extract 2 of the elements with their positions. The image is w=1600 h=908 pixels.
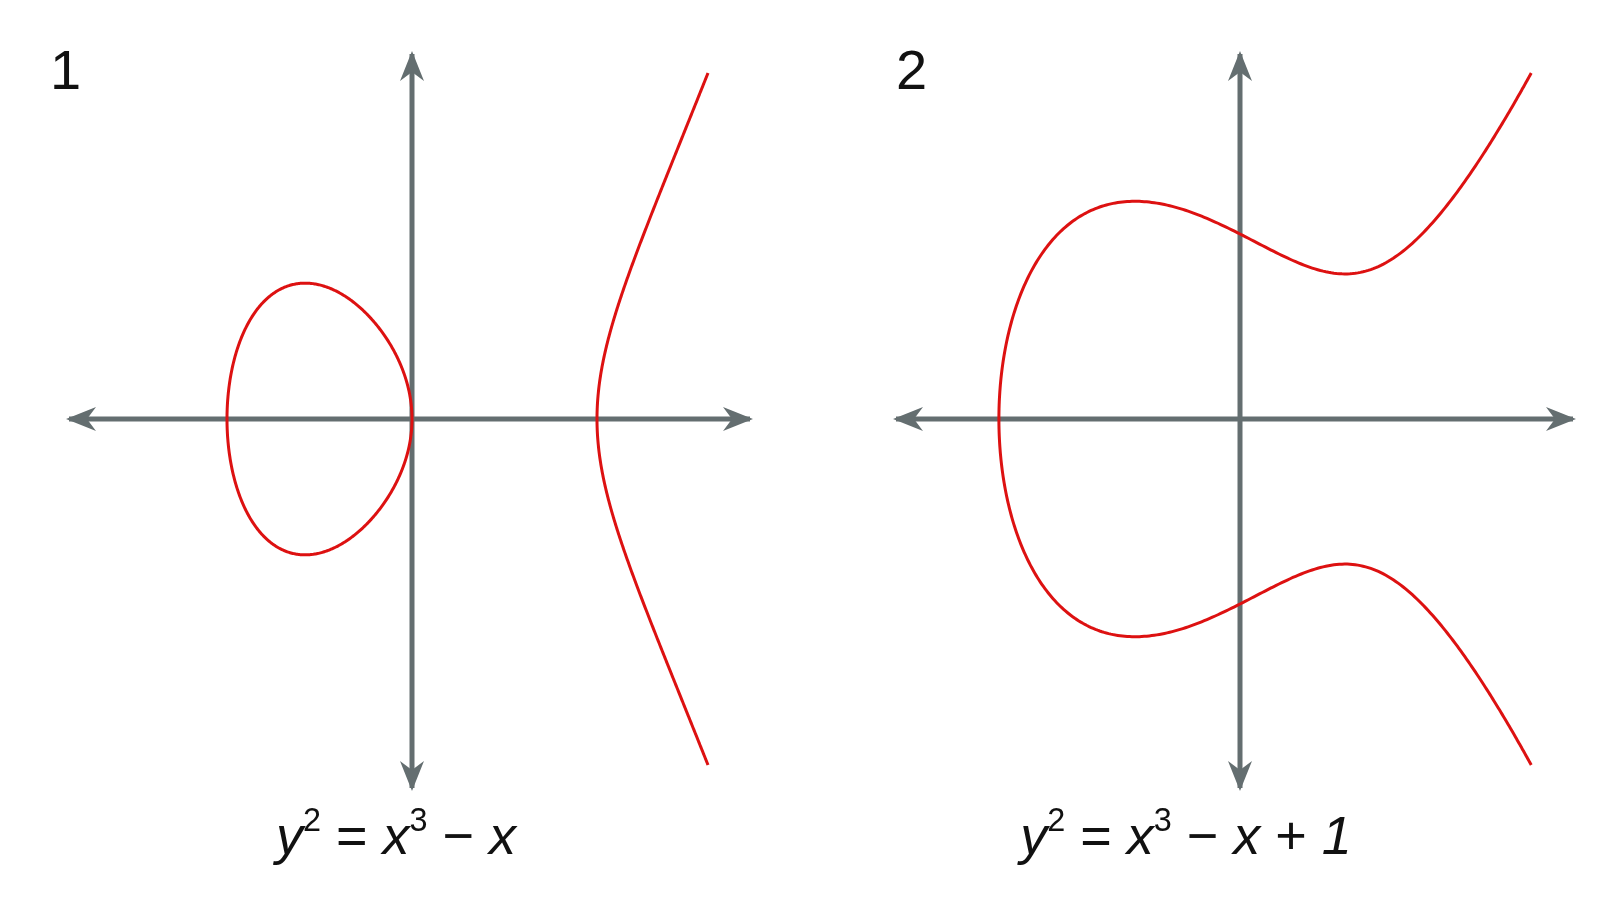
panel-number: 2 <box>896 42 928 98</box>
panel-number: 1 <box>50 42 82 98</box>
